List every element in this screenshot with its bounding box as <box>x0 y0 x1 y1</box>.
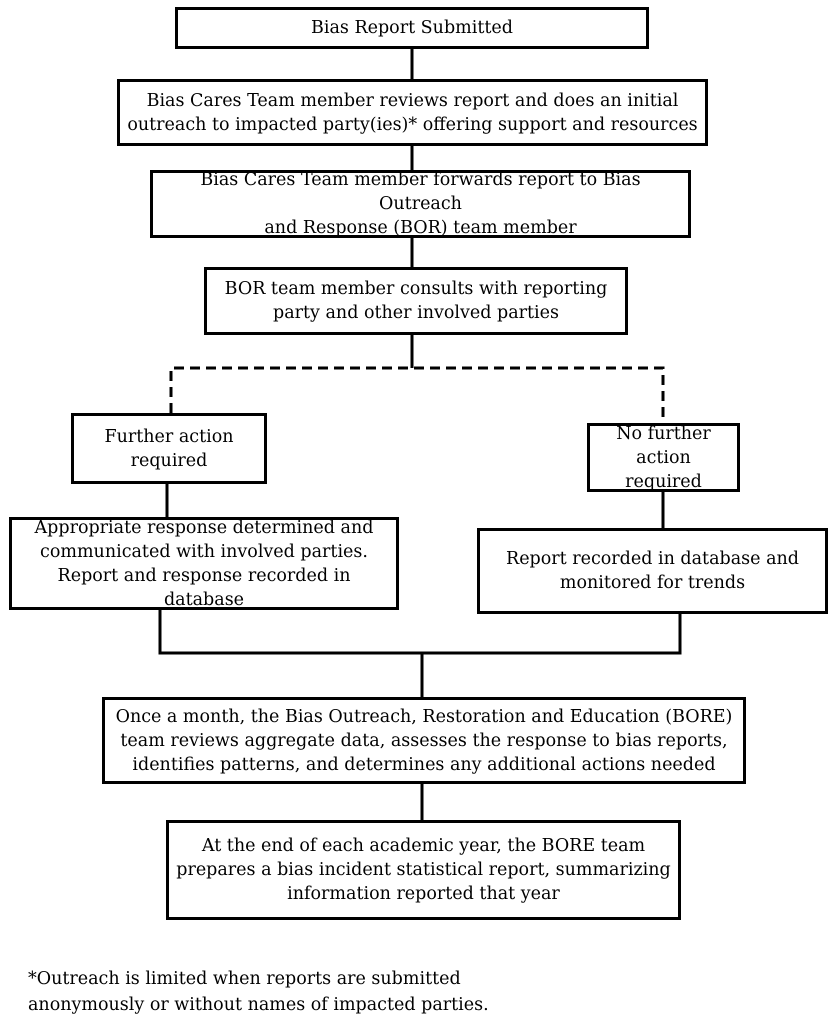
box-monthly-review: Once a month, the Bias Outreach, Restora… <box>102 697 746 784</box>
footnote-line: *Outreach is limited when reports are su… <box>28 969 461 989</box>
box-report-recorded: Report recorded in database and monitore… <box>477 528 828 614</box>
box-text-line: prepares a bias incident statistical rep… <box>176 860 671 880</box>
box-text-line: identifies patterns, and determines any … <box>132 754 716 775</box>
box-text-line: team reviews aggregate data, assesses th… <box>120 730 728 751</box>
box-appropriate-response: Appropriate response determined and comm… <box>9 517 399 610</box>
box-text-line: Bias Cares Team member reviews report an… <box>146 90 679 111</box>
box-text-line: Bias Report Submitted <box>311 18 513 38</box>
footnote: *Outreach is limited when reports are su… <box>28 966 489 1018</box>
box-text-line: Appropriate response determined and <box>34 517 374 538</box>
box-initial-review: Bias Cares Team member reviews report an… <box>117 79 708 146</box>
box-text-line: Report and response recorded in database <box>57 565 351 610</box>
box-text-line: and Response (BOR) team member <box>264 218 577 238</box>
box-text-line: monitored for trends <box>559 573 746 593</box>
connector-merge <box>158 608 682 655</box>
box-text-line: Further action <box>104 426 234 447</box>
box-text-line: No further <box>616 423 711 444</box>
box-text-line: At the end of each academic year, the BO… <box>201 836 646 856</box>
box-text-line: Report recorded in database and <box>506 549 799 569</box>
box-annual-report: At the end of each academic year, the BO… <box>166 820 681 920</box>
box-text-line: action required <box>625 447 702 492</box>
box-text-line: outreach to impacted party(ies)* offerin… <box>127 114 698 135</box>
box-forward-to-bor: Bias Cares Team member forwards report t… <box>150 170 691 238</box>
box-text-line: party and other involved parties <box>273 303 559 323</box>
box-text-line: Once a month, the Bias Outreach, Restora… <box>115 706 733 727</box>
box-bias-report-submitted: Bias Report Submitted <box>175 7 649 49</box>
box-text-line: communicated with involved parties. <box>40 541 368 562</box>
connector-dashed-split <box>169 366 665 423</box>
box-text-line: information reported that year <box>287 884 560 904</box>
box-text-line: Bias Cares Team member forwards report t… <box>200 170 641 214</box>
box-text-line: required <box>130 450 208 471</box>
footnote-line: anonymously or without names of impacted… <box>28 995 489 1015</box>
box-bor-consults: BOR team member consults with reporting … <box>204 267 628 335</box>
box-no-further-action-required: No further action required <box>587 423 740 492</box>
box-further-action-required: Further action required <box>71 413 267 484</box>
box-text-line: BOR team member consults with reporting <box>224 279 608 299</box>
